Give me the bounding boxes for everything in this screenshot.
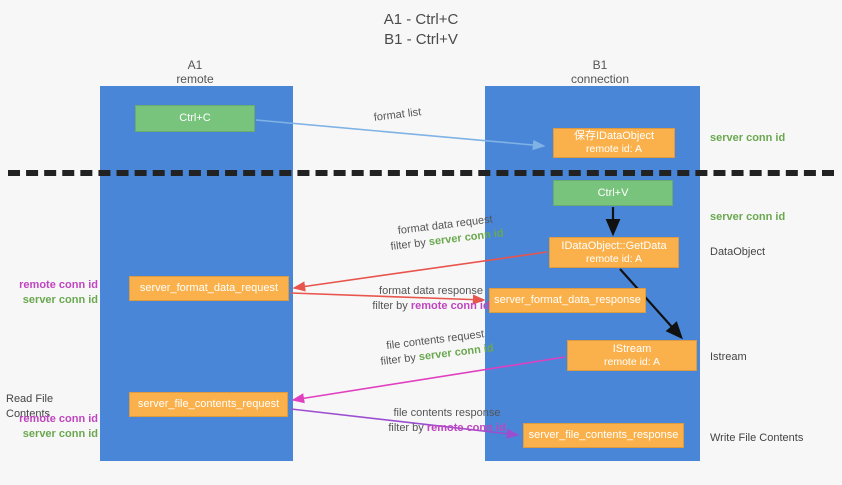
node-save-dataobject[interactable]: 保存IDataObject remote id: A xyxy=(553,128,675,158)
annotation-server-conn-id-second: server conn id xyxy=(710,210,785,225)
annotation-text: server conn id xyxy=(710,132,786,144)
lane-b1-name: B1 xyxy=(592,58,608,72)
lane-a1-name: A1 xyxy=(187,58,203,72)
token-remote-conn-id: remote conn id xyxy=(426,422,506,434)
annotation-text: Read File Contents xyxy=(6,393,54,420)
annotation-server-conn-id: server conn id xyxy=(22,428,98,440)
edge-label-format-list-text: format list xyxy=(373,106,422,124)
title-line-1: A1 - Ctrl+C xyxy=(383,11,459,28)
filter-by-prefix: filter by xyxy=(388,422,427,434)
annotation-remote-conn-id: remote conn id xyxy=(19,413,98,425)
node-save-dataobject-line1: 保存IDataObject xyxy=(573,130,655,142)
page-title: A1 - Ctrl+C B1 - Ctrl+V xyxy=(0,10,842,50)
lane-header-b1: B1 connection xyxy=(525,58,675,86)
node-server-file-contents-response-label: server_file_contents_response xyxy=(528,429,679,441)
title-line-2: B1 - Ctrl+V xyxy=(384,31,458,48)
annotation-server-conn-id-top: server conn id xyxy=(710,131,785,146)
edge-label-format-data-response-line2: filter by remote conn id xyxy=(336,299,526,314)
node-getdata-line1: IDataObject::GetData xyxy=(561,239,667,252)
edge-label-file-contents-response-line2: filter by remote conn id xyxy=(352,421,542,436)
annotation-text: server conn id xyxy=(710,211,786,223)
annotation-text: Write File Contents xyxy=(710,432,804,444)
lane-a1-subtitle: remote xyxy=(176,72,214,86)
filter-by-prefix: filter by xyxy=(379,351,420,368)
lane-header-a1: A1 remote xyxy=(120,58,270,86)
annotation-text: Istream xyxy=(710,351,747,363)
token-remote-conn-id: remote conn id xyxy=(410,300,490,312)
filter-by-prefix: filter by xyxy=(372,300,411,312)
node-ctrl-v-label: Ctrl+V xyxy=(597,186,629,199)
annotation-istream: Istream xyxy=(710,350,747,365)
node-ctrl-c[interactable]: Ctrl+C xyxy=(135,105,255,132)
node-server-file-contents-request[interactable]: server_file_contents_request xyxy=(129,392,288,417)
annotation-left-conn-ids-top: remote conn id server conn id xyxy=(8,278,98,308)
phase-divider xyxy=(8,170,834,176)
node-istream[interactable]: IStream remote id: A xyxy=(567,340,697,371)
node-server-file-contents-request-label: server_file_contents_request xyxy=(137,398,280,410)
annotation-write-file-contents: Write File Contents xyxy=(710,431,803,446)
node-server-format-data-response-label: server_format_data_response xyxy=(494,294,641,306)
node-server-format-data-request[interactable]: server_format_data_request xyxy=(129,276,289,301)
node-server-format-data-response[interactable]: server_format_data_response xyxy=(489,288,646,313)
edge-label-file-contents-response: file contents response filter by remote … xyxy=(352,406,542,436)
node-server-format-data-request-label: server_format_data_request xyxy=(139,282,279,294)
node-istream-line2: remote id: A xyxy=(603,355,661,368)
node-ctrl-v[interactable]: Ctrl+V xyxy=(553,180,673,206)
node-server-file-contents-response[interactable]: server_file_contents_response xyxy=(523,423,684,448)
lane-b1-subtitle: connection xyxy=(570,72,630,86)
annotation-dataobject: DataObject xyxy=(710,245,765,260)
edge-label-format-list: format list xyxy=(373,105,422,126)
node-getdata[interactable]: IDataObject::GetData remote id: A xyxy=(549,237,679,268)
edge-label-format-data-response: format data response filter by remote co… xyxy=(336,284,526,314)
annotation-text: DataObject xyxy=(710,246,766,258)
annotation-left-conn-ids-bottom: remote conn id server conn id xyxy=(8,412,98,442)
node-istream-line1: IStream xyxy=(612,342,652,355)
annotation-server-conn-id: server conn id xyxy=(22,294,98,306)
node-save-dataobject-line2: remote id: A xyxy=(585,143,643,155)
edge-label-file-contents-response-line1: file contents response xyxy=(393,407,501,419)
edge-label-format-data-response-line1: format data response xyxy=(379,285,483,297)
node-ctrl-c-label: Ctrl+C xyxy=(179,112,211,124)
filter-by-prefix: filter by xyxy=(389,236,430,253)
annotation-read-file-contents: Read File Contents xyxy=(6,392,98,422)
annotation-remote-conn-id: remote conn id xyxy=(19,279,98,291)
node-getdata-line2: remote id: A xyxy=(585,252,643,265)
